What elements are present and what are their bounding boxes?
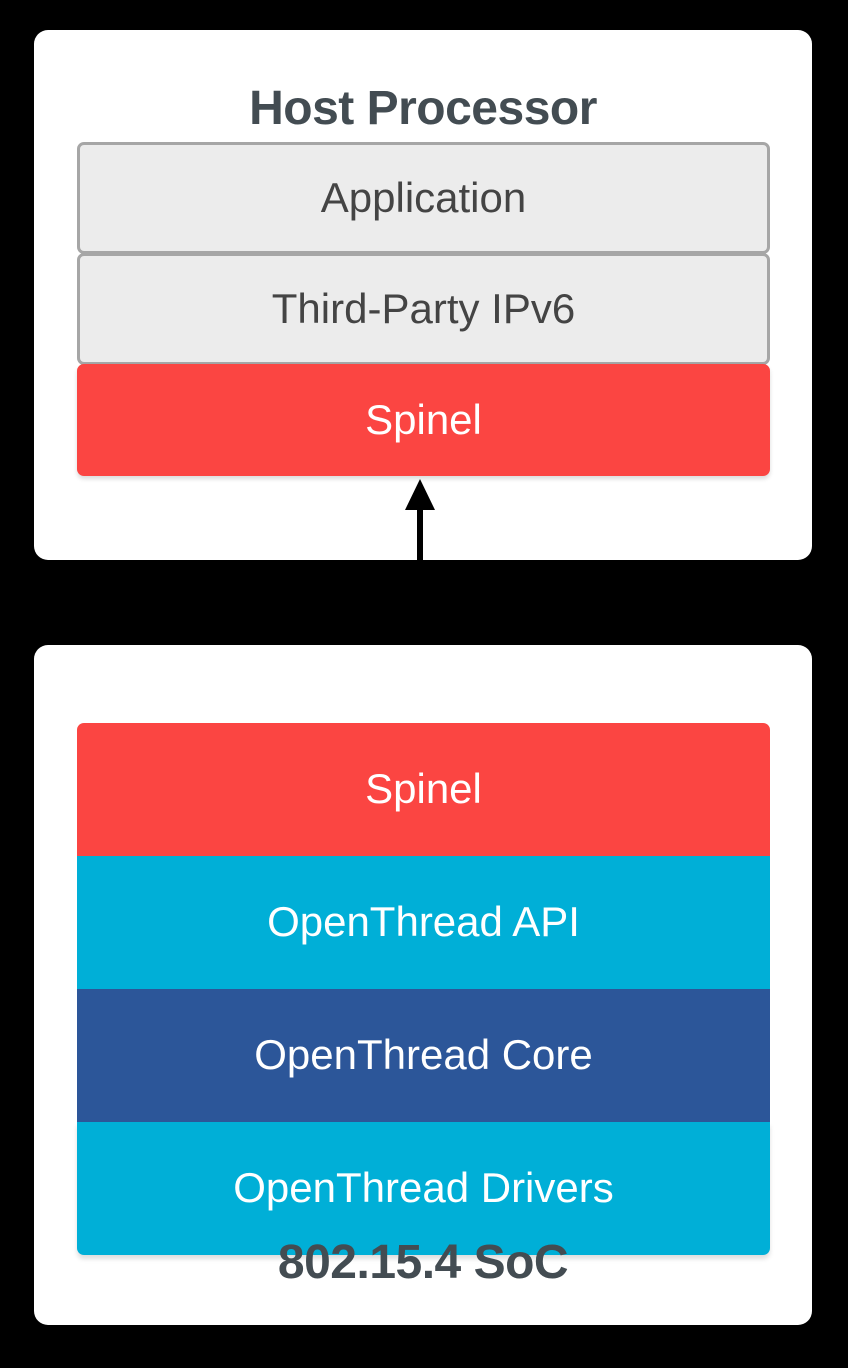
layer-spinel-soc[interactable]: Spinel <box>77 723 770 856</box>
layer-openthread-api[interactable]: OpenThread API <box>77 856 770 989</box>
soc-title: 802.15.4 SoC <box>277 1236 569 1289</box>
layer-openthread-core-label: OpenThread Core <box>254 1031 593 1079</box>
layer-third-party-ipv6[interactable]: Third-Party IPv6 <box>77 253 770 365</box>
layer-openthread-drivers[interactable]: OpenThread Drivers <box>77 1122 770 1255</box>
layer-openthread-core[interactable]: OpenThread Core <box>77 989 770 1122</box>
host-processor-card: Host Processor Application Third-Party I… <box>34 30 812 560</box>
layer-spinel-host-label: Spinel <box>365 395 482 443</box>
layer-application[interactable]: Application <box>77 142 770 254</box>
layer-third-party-ipv6-label: Third-Party IPv6 <box>271 284 576 332</box>
soc-card: Spinel OpenThread API OpenThread Core Op… <box>34 645 812 1325</box>
layer-spinel-soc-label: Spinel <box>365 765 482 813</box>
soc-layer-stack: Spinel OpenThread API OpenThread Core Op… <box>77 723 770 1255</box>
layer-openthread-drivers-label: OpenThread Drivers <box>233 1164 614 1212</box>
host-processor-layer-stack: Application Third-Party IPv6 Spinel <box>77 142 770 476</box>
layer-application-label: Application <box>320 173 527 221</box>
layer-spinel-host[interactable]: Spinel <box>77 364 770 476</box>
layer-openthread-api-label: OpenThread API <box>267 898 580 946</box>
host-processor-title: Host Processor <box>249 82 597 135</box>
